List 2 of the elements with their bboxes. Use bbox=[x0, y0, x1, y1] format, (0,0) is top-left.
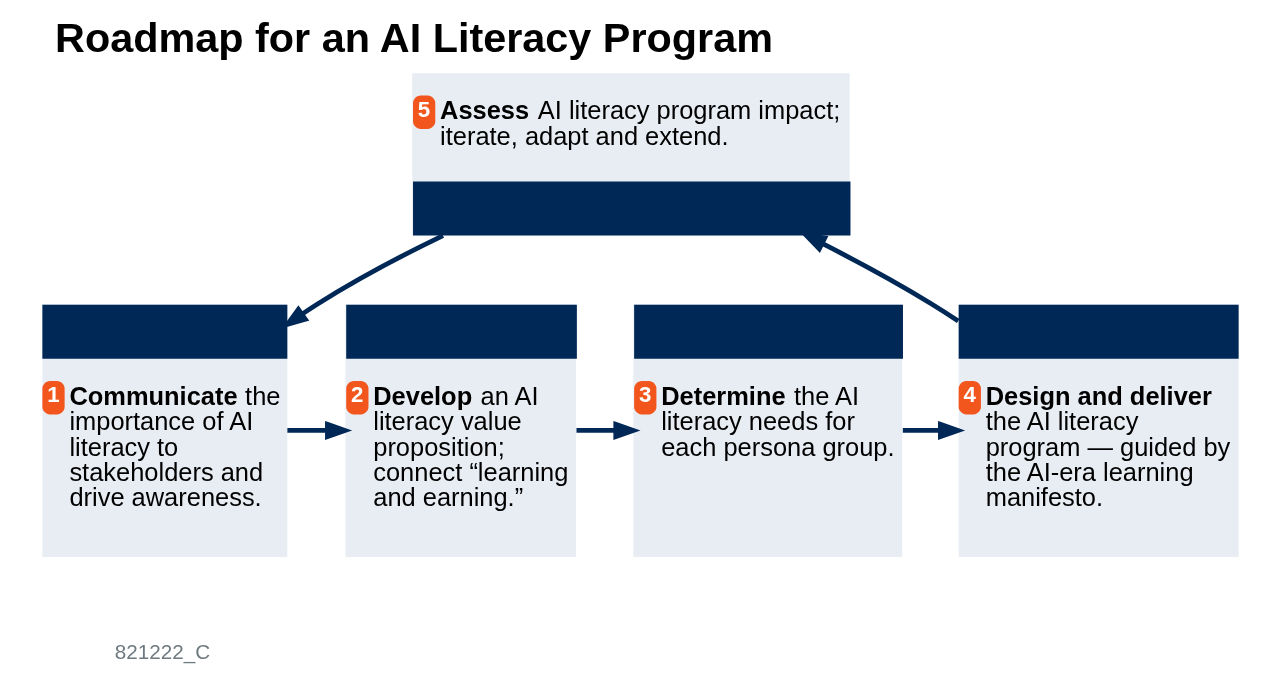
diagram-title: Roadmap for an AI Literacy Program bbox=[54, 15, 773, 62]
label: 821222_C bbox=[114, 640, 210, 664]
